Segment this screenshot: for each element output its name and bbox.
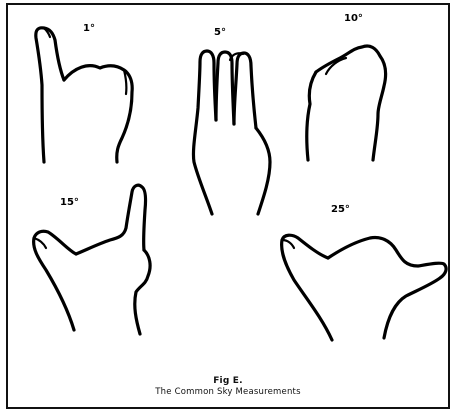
- label-twentyfive-degree: 25°: [331, 204, 350, 215]
- one-degree-hand-drawing: [36, 28, 132, 162]
- label-fifteen-degree: 15°: [60, 197, 79, 208]
- twentyfive-degree-hand-drawing: [282, 235, 446, 340]
- fifteen-degree-hand-drawing: [34, 185, 150, 334]
- ten-degree-hand-drawing: [307, 46, 386, 160]
- label-one-degree: 1°: [83, 23, 95, 34]
- five-degree-hand-drawing: [193, 51, 270, 214]
- figure-caption-subtitle: The Common Sky Measurements: [6, 387, 450, 397]
- label-five-degree: 5°: [214, 27, 226, 38]
- label-ten-degree: 10°: [344, 13, 363, 24]
- figure-caption-title: Fig E.: [6, 376, 450, 386]
